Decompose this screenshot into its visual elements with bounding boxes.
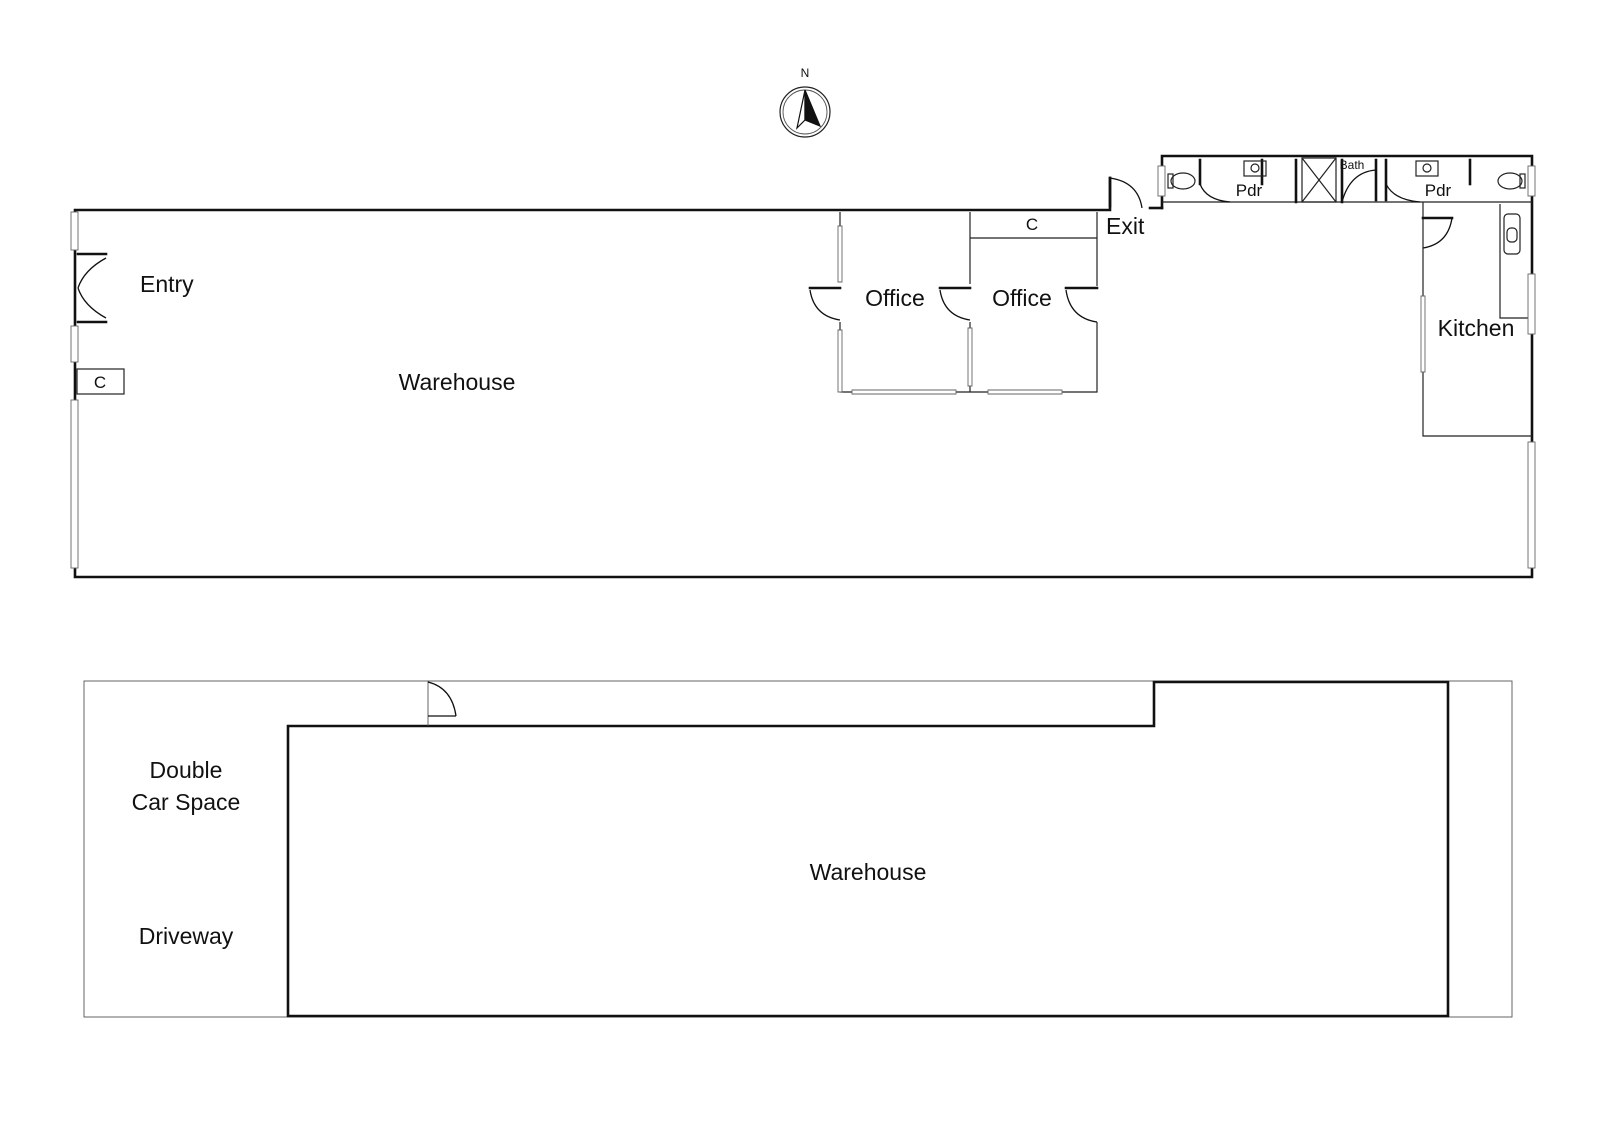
exit-door-icon <box>1108 176 1143 209</box>
office-walls <box>808 212 1099 395</box>
label-entry: Entry <box>140 271 194 297</box>
site-boundary <box>83 680 1513 1018</box>
window-left-bottom <box>70 399 79 569</box>
label-powder-room-2: Pdr <box>1425 181 1452 200</box>
label-cupboard-office: C <box>1026 215 1038 234</box>
kitchen-walls <box>1420 202 1536 437</box>
bathroom-block <box>1157 157 1536 204</box>
label-kitchen: Kitchen <box>1438 315 1515 341</box>
label-driveway: Driveway <box>139 923 234 949</box>
label-warehouse-lower: Warehouse <box>810 859 927 885</box>
window-left-mid <box>70 325 79 363</box>
lower-warehouse-wall <box>286 680 1450 1018</box>
upper-floor-plan: Entry C Warehouse Office Office C Exit P… <box>70 154 1536 579</box>
label-powder-room-1: Pdr <box>1236 181 1263 200</box>
entry-cupboard <box>76 368 125 395</box>
label-office-1: Office <box>865 285 925 311</box>
window-right-bottom <box>1527 441 1536 569</box>
north-label: N <box>801 66 810 80</box>
label-exit: Exit <box>1106 213 1145 239</box>
label-car-space-2: Car Space <box>132 789 241 815</box>
side-door-icon <box>427 681 457 717</box>
lower-site-plan: Double Car Space Driveway Warehouse <box>83 680 1513 1018</box>
label-cupboard-entry: C <box>94 373 106 392</box>
window-left-top <box>70 211 79 251</box>
upper-outer-wall <box>73 154 1534 579</box>
label-car-space-1: Double <box>150 757 223 783</box>
label-warehouse-upper: Warehouse <box>399 369 516 395</box>
label-bath: Bath <box>1340 158 1365 172</box>
label-office-2: Office <box>992 285 1052 311</box>
north-compass-icon: N <box>779 66 831 138</box>
entry-door-icon <box>76 252 108 324</box>
